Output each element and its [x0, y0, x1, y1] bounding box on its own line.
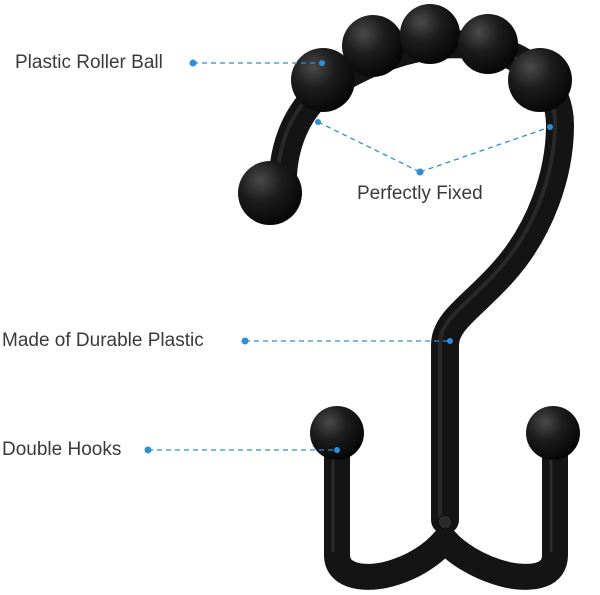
roller-ball — [291, 48, 355, 112]
roller-ball — [508, 48, 572, 112]
arc-end-ball — [238, 161, 302, 225]
double-hooks-label: Double Hooks — [2, 439, 122, 460]
roller-ball-label: Plastic Roller Ball — [15, 52, 163, 73]
roller-ball — [400, 4, 460, 64]
roller-ball — [458, 14, 518, 74]
left-hook-ball — [310, 406, 364, 460]
right-hook-ball — [526, 406, 580, 460]
double-hook-base — [324, 427, 568, 590]
durable-plastic-label: Made of Durable Plastic — [2, 330, 204, 351]
roller-ball — [342, 15, 404, 77]
callout-dots — [144, 59, 553, 454]
roller-balls — [291, 4, 572, 112]
callout-lines — [148, 62, 551, 451]
perfectly-fixed-label: Perfectly Fixed — [357, 183, 483, 204]
